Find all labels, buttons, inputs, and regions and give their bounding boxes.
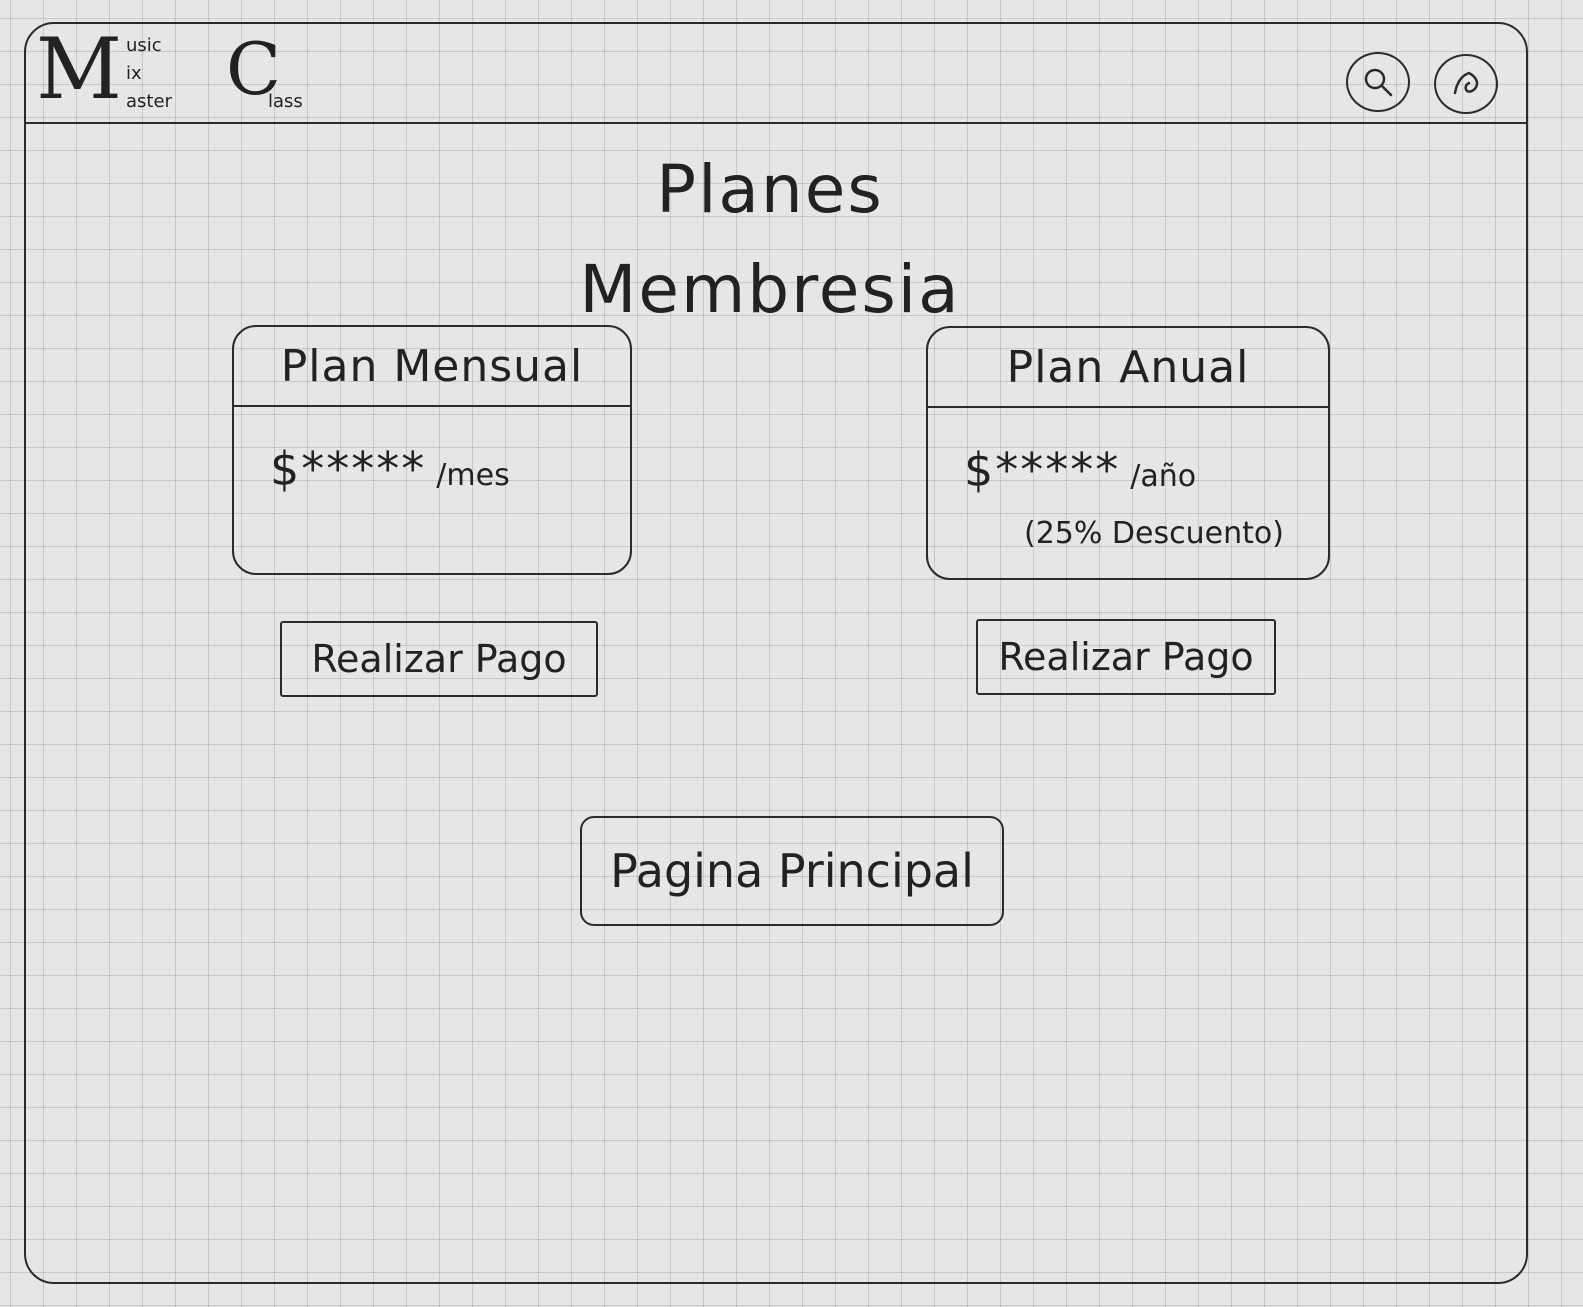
plan-title: Plan Mensual	[234, 327, 630, 407]
logo-word-mix: ix	[126, 63, 142, 84]
search-button[interactable]	[1346, 52, 1410, 112]
search-icon	[1364, 68, 1393, 97]
logo[interactable]: M usic ix aster C lass	[34, 24, 324, 120]
plan-period: /mes	[436, 458, 510, 493]
plan-price: $*****	[270, 442, 427, 496]
logo-word-music: usic	[126, 35, 162, 56]
plan-period: /año	[1130, 459, 1197, 494]
account-icon	[1453, 71, 1479, 95]
window-frame	[24, 22, 1528, 1284]
header-divider	[24, 122, 1526, 124]
plan-price: $*****	[964, 443, 1121, 497]
pay-annual-button[interactable]: Realizar Pago	[976, 619, 1276, 695]
logo-word-class: lass	[268, 91, 303, 112]
pay-monthly-button[interactable]: Realizar Pago	[280, 621, 598, 697]
plan-title: Plan Anual	[928, 328, 1328, 408]
plan-discount: (25% Descuento)	[1024, 516, 1284, 551]
logo-letter-c: C	[226, 27, 282, 111]
account-button[interactable]	[1434, 54, 1498, 114]
logo-letter-m: M	[36, 20, 123, 118]
plan-body: $***** /año (25% Descuento)	[928, 408, 1328, 551]
plan-card-annual: Plan Anual $***** /año (25% Descuento)	[926, 326, 1330, 580]
logo-word-master: aster	[126, 91, 172, 112]
plan-card-monthly: Plan Mensual $***** /mes	[232, 325, 632, 575]
home-page-button[interactable]: Pagina Principal	[580, 816, 1004, 926]
plan-body: $***** /mes	[234, 407, 630, 497]
page-title: Planes Membresia	[579, 151, 961, 328]
